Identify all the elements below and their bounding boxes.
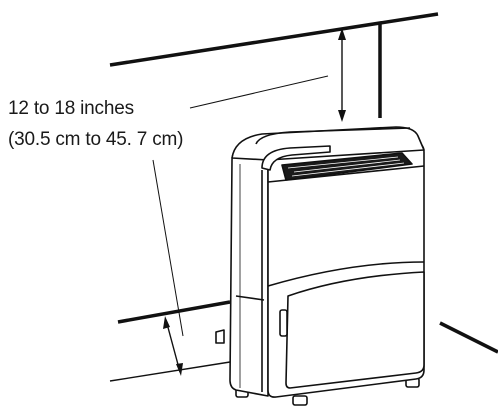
grille-slat-line-3 bbox=[287, 156, 399, 169]
top-arrowhead-up bbox=[338, 28, 346, 40]
side-clearance-arrow bbox=[163, 316, 183, 376]
bucket-top-seam bbox=[267, 261, 425, 287]
lower-wall bbox=[109, 300, 231, 382]
leader-line-top bbox=[189, 75, 329, 109]
grille-slat-line-1 bbox=[293, 159, 401, 173]
clearance-label-cm: (30.5 cm to 45. 7 cm) bbox=[8, 129, 183, 150]
upper-wall-top-line bbox=[109, 12, 439, 67]
top-arrowhead-down bbox=[338, 110, 346, 122]
drain-hose-connector bbox=[215, 329, 225, 344]
lower-wall-top-line bbox=[117, 300, 231, 324]
lower-wall-floor-line bbox=[109, 361, 231, 382]
dehumidifier bbox=[215, 126, 425, 406]
upper-wall bbox=[109, 12, 439, 118]
side-arrow-shaft bbox=[165, 319, 181, 373]
water-bucket bbox=[285, 271, 425, 389]
grille-slat-line-2 bbox=[291, 162, 405, 177]
leader-line-side bbox=[152, 159, 184, 337]
foot-front bbox=[292, 395, 308, 406]
top-lid-edge bbox=[255, 127, 411, 145]
bucket-handle bbox=[279, 309, 288, 337]
top-clearance-arrow bbox=[338, 28, 346, 122]
side-seam-line bbox=[235, 295, 265, 301]
clearance-label-inches: 12 to 18 inches bbox=[8, 98, 134, 119]
front-upper-edge bbox=[267, 165, 425, 183]
side-arrowhead-down bbox=[176, 363, 183, 376]
top-handle-recess bbox=[261, 145, 331, 171]
side-arrowhead-up bbox=[163, 316, 170, 329]
floor-line-right bbox=[439, 321, 498, 354]
